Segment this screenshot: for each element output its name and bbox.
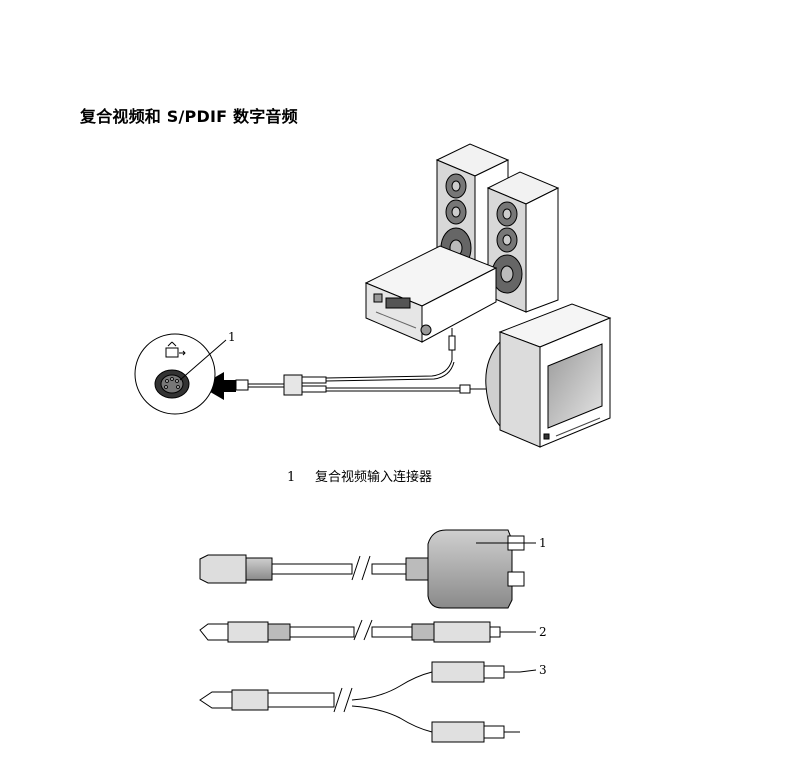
cable-audio-to-receiver	[325, 328, 456, 382]
s-video-port-closeup	[134, 333, 216, 415]
legend-row: 1 复合视频输入连接器	[287, 466, 432, 485]
spdif-y-cable	[199, 661, 520, 743]
cable-video-to-tv	[326, 384, 486, 394]
composite-video-cable	[199, 619, 518, 643]
speaker-right	[486, 171, 560, 313]
insert-arrow-icon	[200, 372, 236, 400]
callout-3-label: 3	[539, 663, 547, 677]
callout-2-label: 2	[539, 625, 547, 639]
audio-receiver	[364, 245, 498, 343]
callout-1-leader	[179, 339, 227, 381]
adapter-cable	[199, 529, 525, 609]
legend-number: 1	[287, 470, 296, 485]
legend-label: 复合视频输入连接器	[315, 470, 433, 485]
television	[485, 303, 612, 448]
callout-1-label-fig2: 1	[539, 536, 547, 550]
callout-3-leader	[519, 669, 537, 673]
callout-1-label: 1	[228, 330, 236, 344]
video-adapter	[235, 374, 327, 396]
tv-out-icon	[165, 341, 186, 358]
page-title: 复合视频和 S/PDIF 数字音频	[80, 107, 298, 126]
